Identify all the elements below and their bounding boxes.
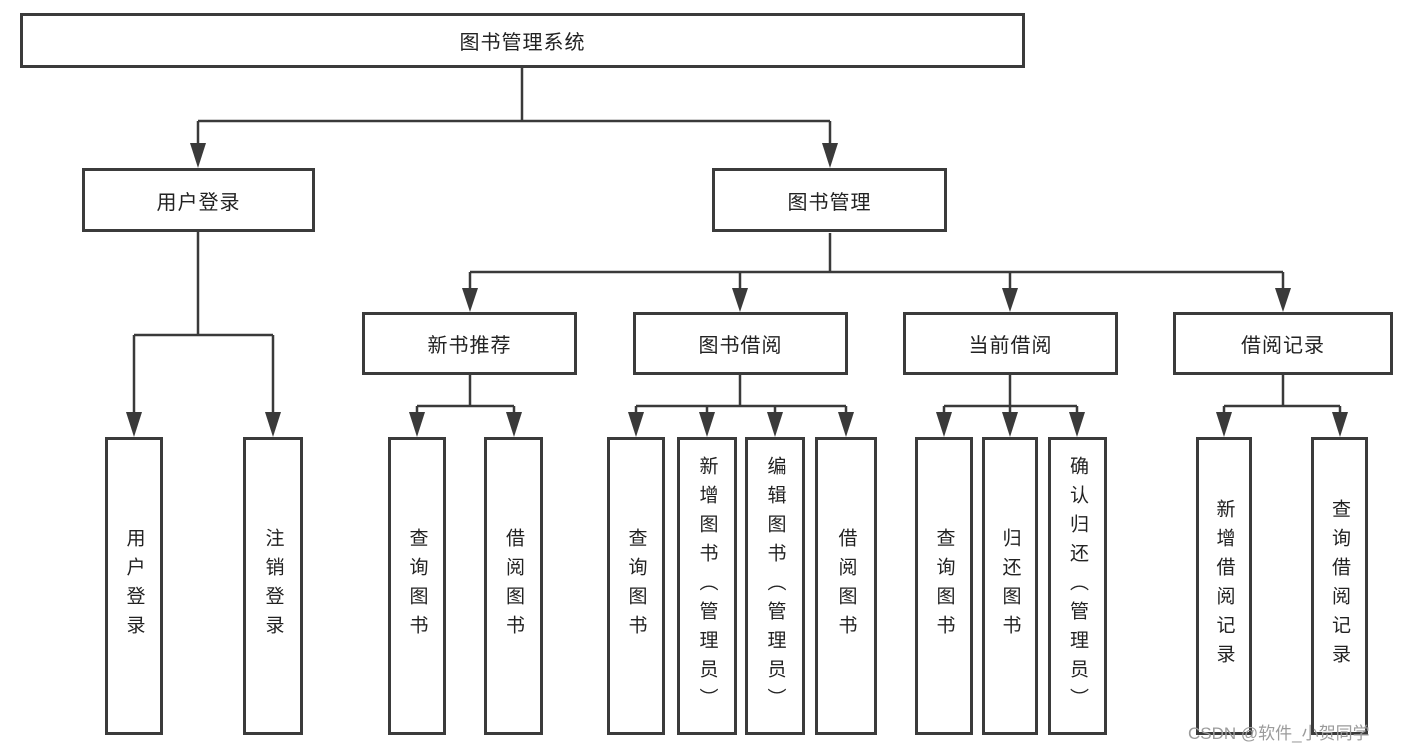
arrowhead: [190, 143, 206, 168]
node-leaf-query-borrow-record: 查询借阅记录: [1311, 437, 1368, 735]
node-leaf-borrow-books-recommend: 借阅图书: [484, 437, 543, 735]
node-leaf-edit-books-admin: 编辑图书（管理员）: [745, 437, 805, 735]
arrowhead: [732, 288, 748, 312]
node-book-borrow: 图书借阅: [633, 312, 848, 375]
arrowhead: [1275, 288, 1291, 312]
node-current-borrow: 当前借阅: [903, 312, 1118, 375]
arrowhead: [126, 412, 142, 437]
node-leaf-query-books-recommend: 查询图书: [388, 437, 446, 735]
node-leaf-user-login: 用户登录: [105, 437, 163, 735]
node-book-management: 图书管理: [712, 168, 947, 232]
csdn-watermark: CSDN @软件_小贺同学: [1188, 724, 1370, 743]
arrowhead: [767, 412, 783, 437]
arrowhead: [936, 412, 952, 437]
node-borrow-records: 借阅记录: [1173, 312, 1393, 375]
arrowhead: [838, 412, 854, 437]
node-library-management-system: 图书管理系统: [20, 13, 1025, 68]
arrowhead: [265, 412, 281, 437]
node-leaf-add-borrow-record: 新增借阅记录: [1196, 437, 1252, 735]
node-new-book-recommend: 新书推荐: [362, 312, 577, 375]
node-leaf-return-books: 归还图书: [982, 437, 1038, 735]
arrowhead: [822, 143, 838, 168]
arrowhead: [506, 412, 522, 437]
node-leaf-add-books-admin: 新增图书（管理员）: [677, 437, 737, 735]
node-leaf-confirm-return-admin: 确认归还（管理员）: [1048, 437, 1107, 735]
node-leaf-query-books-borrow: 查询图书: [607, 437, 665, 735]
arrowhead: [1069, 412, 1085, 437]
arrowhead: [628, 412, 644, 437]
node-leaf-logout: 注销登录: [243, 437, 303, 735]
node-leaf-borrow-books: 借阅图书: [815, 437, 877, 735]
arrowhead: [1002, 412, 1018, 437]
node-leaf-query-books-current: 查询图书: [915, 437, 973, 735]
arrowhead: [699, 412, 715, 437]
arrowhead: [1332, 412, 1348, 437]
node-user-login: 用户登录: [82, 168, 315, 232]
arrowhead: [1002, 288, 1018, 312]
arrowhead: [462, 288, 478, 312]
arrowhead: [409, 412, 425, 437]
arrowhead: [1216, 412, 1232, 437]
